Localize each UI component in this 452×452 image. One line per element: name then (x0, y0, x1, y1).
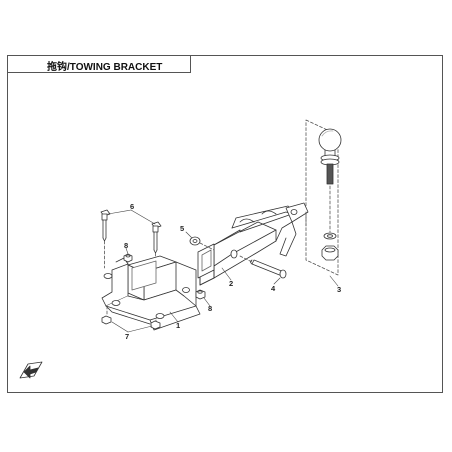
callout-3: 3 (337, 285, 341, 294)
callout-8-upper: 8 (124, 241, 128, 250)
callout-leaders (107, 209, 339, 333)
nut-8-upper (123, 253, 133, 263)
nut-7-left (101, 305, 112, 325)
callout-4: 4 (271, 284, 276, 293)
page-title: 拖钩/TOWING BRACKET (47, 62, 163, 73)
callout-8-lower: 8 (208, 304, 212, 313)
callout-1: 1 (176, 321, 180, 330)
forward-direction-icon (19, 361, 43, 379)
diagram-frame (7, 55, 443, 393)
callout-7: 7 (125, 332, 129, 341)
bolt-6-right (151, 221, 162, 259)
nut-7-right (150, 319, 161, 330)
title-box (7, 55, 191, 73)
hitch-ball-assembly (305, 119, 342, 276)
callout-5: 5 (180, 224, 184, 233)
mounting-bracket-part (101, 255, 201, 331)
receiver-tube-part (197, 202, 309, 286)
callout-2: 2 (229, 279, 233, 288)
nut-8-lower (195, 289, 206, 300)
washer-5 (189, 236, 215, 251)
callout-6: 6 (130, 202, 134, 211)
bolt-6-left (100, 209, 111, 269)
pin-bolt-4 (239, 255, 287, 279)
